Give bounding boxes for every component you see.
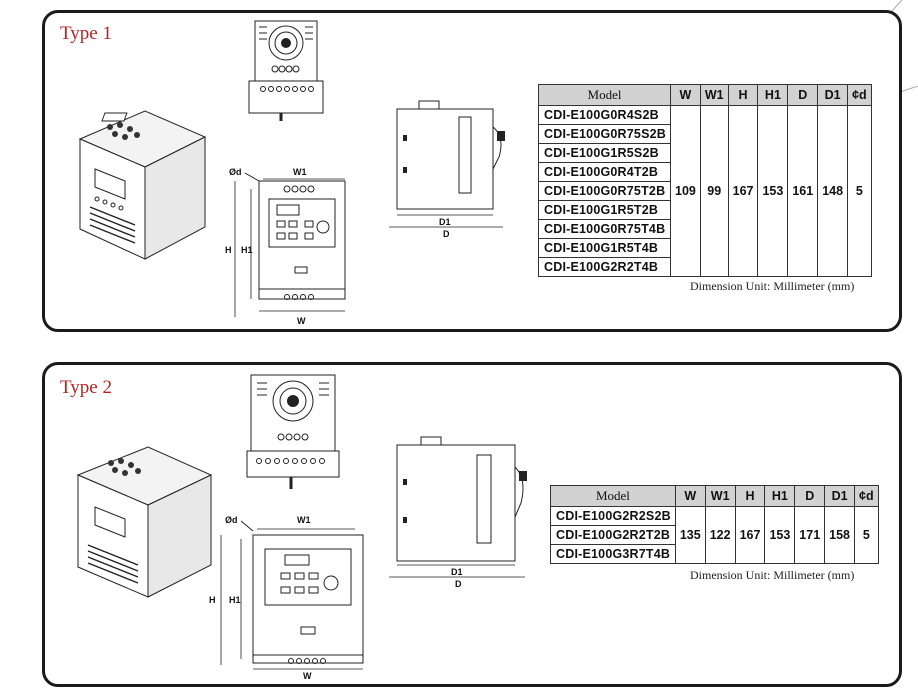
side-view-drawing: D1 D — [389, 100, 505, 239]
value-cd: 5 — [854, 506, 879, 564]
model-cell: CDI-E100G1R5T4B — [537, 238, 672, 258]
model-cell: CDI-E100G1R5T2B — [537, 200, 672, 220]
value-w1: 99 — [699, 105, 729, 277]
value-h1: 153 — [764, 506, 796, 564]
dim-label-d1: D1 — [439, 217, 451, 227]
type-label: Type 1 — [60, 23, 112, 44]
col-header-w: W — [674, 485, 706, 507]
table-row: CDI-E100G1R5T2B — [537, 200, 872, 220]
side-view-drawing: D1 D — [389, 436, 527, 589]
dim-label-w: W — [303, 671, 312, 681]
table-row: CDI-E100G2R2S2B 135 122 167 153 171 158 … — [550, 506, 879, 564]
dim-label-h: H — [209, 595, 216, 605]
model-cell: CDI-E100G0R75T2B — [537, 181, 672, 201]
model-cell: CDI-E100G0R4S2B — [537, 105, 672, 125]
dim-label-d: D — [455, 579, 462, 589]
value-d1: 158 — [824, 506, 856, 564]
model-cell: CDI-E100G0R75T4B — [537, 219, 672, 239]
dim-label-h: H — [225, 245, 232, 255]
value-cd: 5 — [847, 105, 872, 277]
col-header-h1: H1 — [757, 84, 789, 106]
model-cell: CDI-E100G1R5S2B — [537, 143, 672, 163]
col-header-d: D — [794, 485, 826, 507]
dim-label-w: W — [297, 316, 306, 326]
isometric-view-drawing — [76, 446, 213, 598]
value-h: 167 — [734, 506, 766, 564]
model-cell: CDI-E100G2R2T4B — [537, 257, 672, 277]
front-view-drawing: Ød W1 H H1 W — [225, 167, 346, 326]
table-row: CDI-E100G3R7T4B — [550, 544, 879, 564]
table-row: CDI-E100G1R5S2B — [537, 143, 872, 163]
table-header-row: Model W W1 H H1 D D1 ¢d — [550, 485, 879, 507]
dim-label-h1: H1 — [229, 595, 241, 605]
value-d: 161 — [787, 105, 819, 277]
model-cell: CDI-E100G0R4T2B — [537, 162, 672, 182]
dimension-table: Model W W1 H H1 D D1 ¢d CDI-E100G2R2S2B … — [550, 485, 879, 564]
value-w1: 122 — [704, 506, 736, 564]
top-view-drawing — [246, 374, 340, 489]
value-w: 109 — [670, 105, 701, 277]
type-2-panel: Type 2 Ød W1 H H1 W — [42, 362, 902, 687]
unit-note: Dimension Unit: Millimeter (mm) — [690, 568, 855, 582]
model-cell: CDI-E100G2R2T2B — [550, 525, 676, 545]
col-header-d1: D1 — [817, 84, 849, 106]
col-header-h1: H1 — [764, 485, 796, 507]
top-view-drawing — [248, 20, 324, 121]
value-h1: 153 — [757, 105, 789, 277]
value-h: 167 — [727, 105, 759, 277]
dim-label-d1: D1 — [451, 567, 463, 577]
col-header-w: W — [670, 84, 701, 106]
col-header-d: D — [787, 84, 819, 106]
dimension-table: Model W W1 H H1 D D1 ¢d CDI-E100G0R4S2B … — [537, 84, 872, 277]
col-header-h: H — [734, 485, 766, 507]
type-label: Type 2 — [60, 377, 112, 398]
dim-label-w1: W1 — [293, 167, 307, 177]
col-header-w1: W1 — [699, 84, 729, 106]
table-row: CDI-E100G0R4T2B — [537, 162, 872, 182]
value-d: 171 — [794, 506, 826, 564]
dim-label-od: Ød — [229, 167, 242, 177]
isometric-view-drawing — [78, 110, 207, 260]
table-row: CDI-E100G0R75S2B — [537, 124, 872, 144]
table-row: CDI-E100G0R4S2B 109 99 167 153 161 148 5 — [537, 105, 872, 277]
front-view-drawing: Ød W1 H H1 W — [209, 515, 364, 681]
dim-label-w1: W1 — [297, 515, 311, 525]
dim-label-od: Ød — [225, 515, 238, 525]
model-cell: CDI-E100G0R75S2B — [537, 124, 672, 144]
col-header-cd: ¢d — [854, 485, 879, 507]
value-w: 135 — [674, 506, 706, 564]
model-cell: CDI-E100G3R7T4B — [550, 544, 676, 564]
table-header-row: Model W W1 H H1 D D1 ¢d — [537, 84, 872, 106]
col-header-model: Model — [537, 84, 672, 106]
col-header-w1: W1 — [704, 485, 736, 507]
type-1-panel: Type 1 Ød W1 — [42, 10, 902, 332]
table-row: CDI-E100G2R2T2B — [550, 525, 879, 545]
col-header-d1: D1 — [824, 485, 856, 507]
model-cell: CDI-E100G2R2S2B — [550, 506, 676, 526]
table-row: CDI-E100G2R2T4B — [537, 257, 872, 277]
dim-label-h1: H1 — [241, 245, 253, 255]
unit-note: Dimension Unit: Millimeter (mm) — [690, 279, 855, 293]
value-d1: 148 — [817, 105, 849, 277]
col-header-h: H — [727, 84, 759, 106]
dim-label-d: D — [443, 229, 450, 239]
col-header-model: Model — [550, 485, 676, 507]
col-header-cd: ¢d — [847, 84, 872, 106]
